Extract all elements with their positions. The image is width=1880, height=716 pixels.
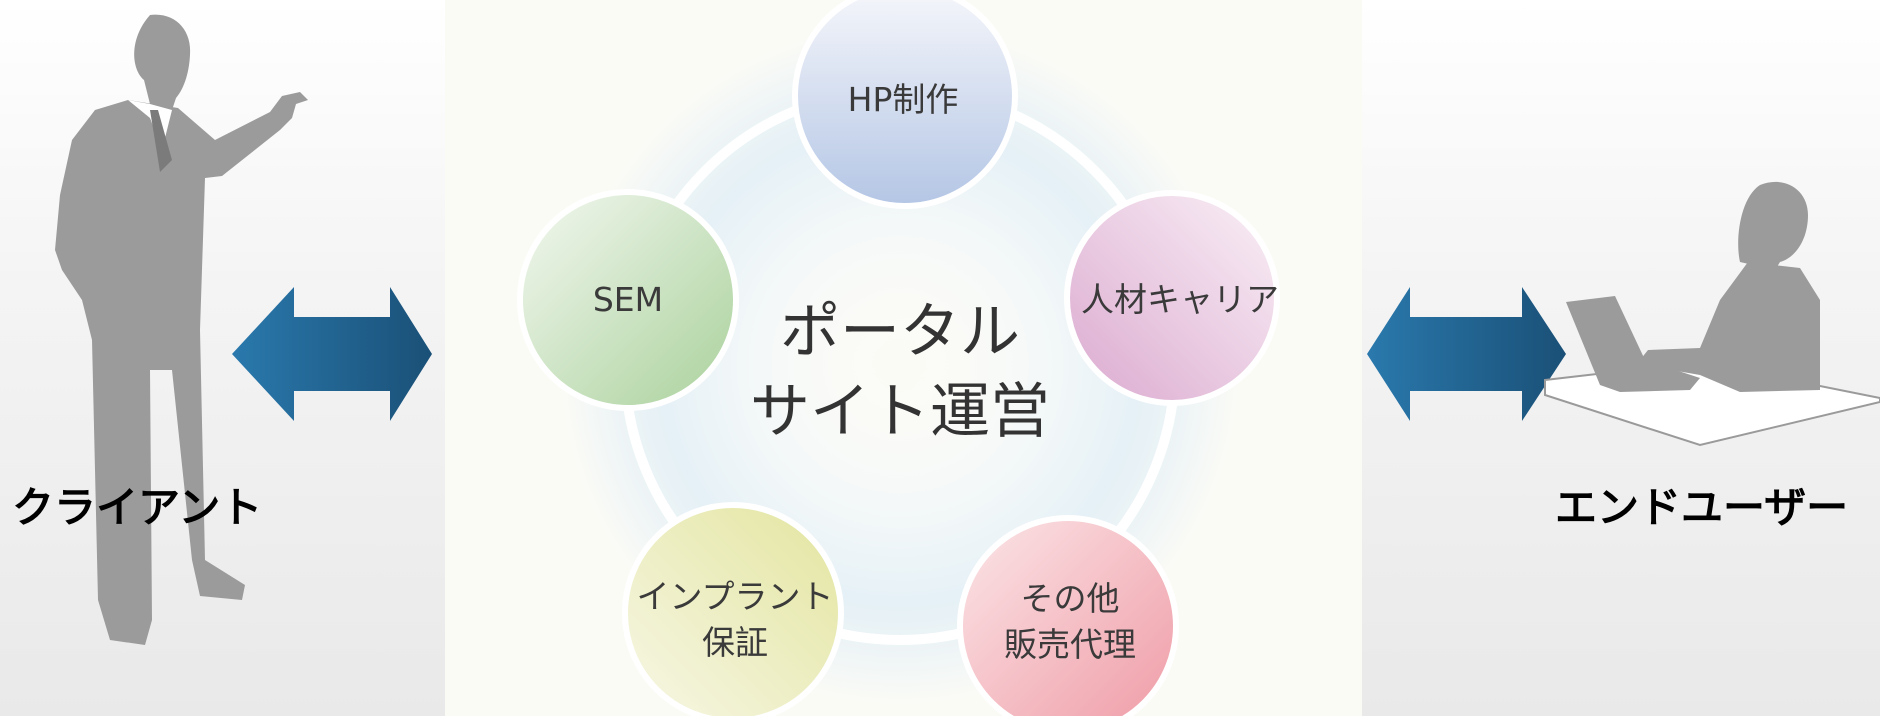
- end-user-label: エンドユーザー: [1555, 483, 1849, 532]
- node-implant-line1: インプラント: [636, 577, 834, 616]
- node-implant-line2: 保証: [701, 623, 768, 662]
- node-other-line1: その他: [1020, 579, 1120, 618]
- end-user-silhouette-icon: [1544, 181, 1880, 447]
- center-title-line2: サイト運営: [750, 377, 1050, 447]
- left-double-arrow-icon: [232, 287, 432, 421]
- node-hr: [1064, 190, 1280, 406]
- center-title: ポータル サイト運営: [750, 292, 1050, 452]
- node-implant-label: インプラント 保証: [636, 574, 833, 666]
- center-title-line1: ポータル: [780, 297, 1020, 367]
- client-tie: [150, 110, 172, 172]
- node-implant: [622, 502, 844, 716]
- node-other-label: その他 販売代理: [1004, 576, 1136, 668]
- node-other-line2: 販売代理: [1004, 625, 1136, 664]
- node-hr-label: 人材キャリア: [1081, 280, 1279, 319]
- right-double-arrow-icon: [1367, 287, 1566, 421]
- client-silhouette-icon: [55, 14, 308, 645]
- node-other: [957, 515, 1179, 716]
- node-sem-label: SEM: [592, 280, 664, 319]
- node-hp-label: HP制作: [847, 80, 959, 119]
- node-sem: [517, 189, 739, 411]
- node-hp: [792, 0, 1018, 209]
- client-label: クライアント: [12, 483, 263, 532]
